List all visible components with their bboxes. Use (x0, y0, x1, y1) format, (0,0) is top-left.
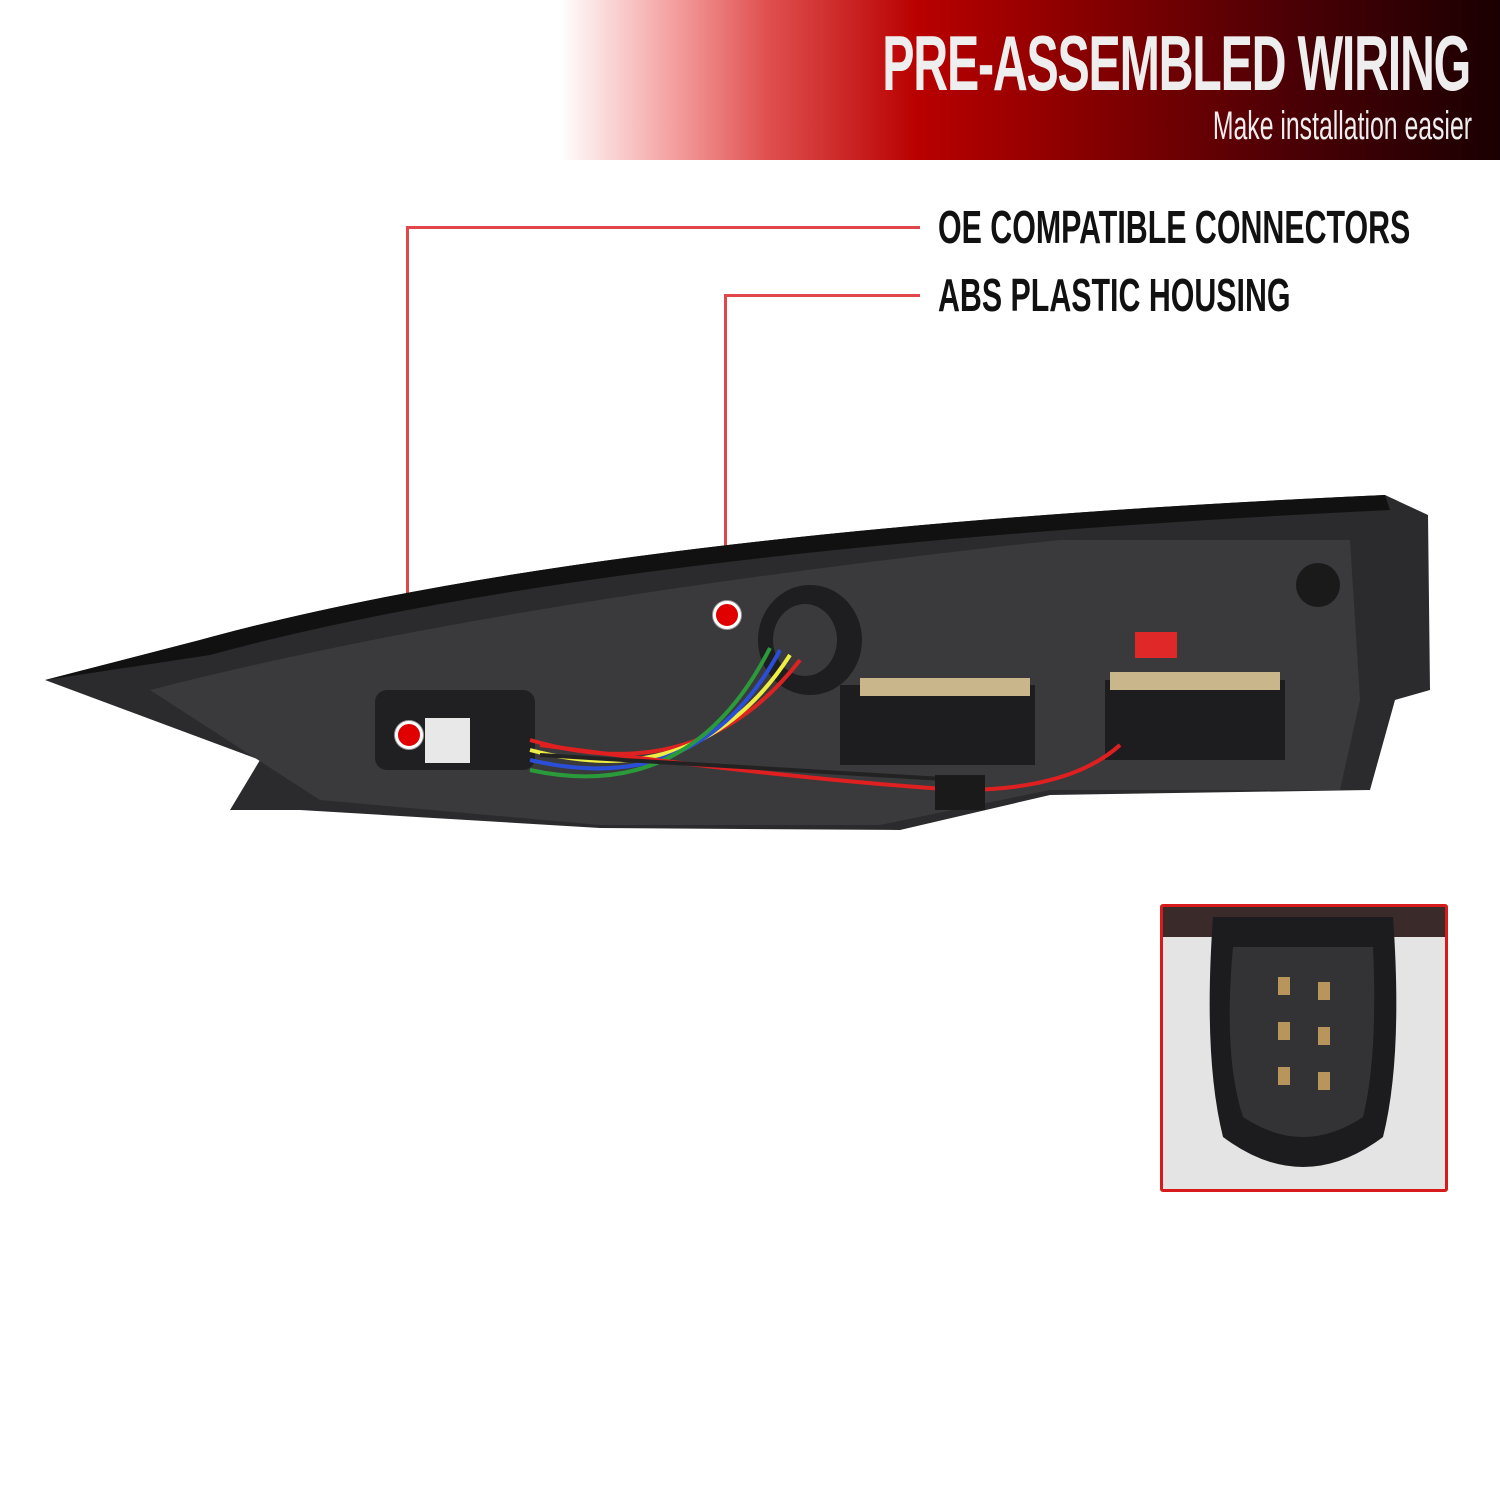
callout-line-housing-h (724, 294, 920, 297)
banner-subtitle: Make installation easier (1212, 104, 1472, 148)
callout-line-connectors-h (406, 226, 920, 229)
connector-closeup-image (1163, 907, 1445, 1189)
banner-title: PRE-ASSEMBLED WIRING (882, 19, 1471, 107)
callout-dot-connectors (395, 721, 423, 749)
callout-line-connectors-v (406, 226, 409, 734)
header-banner: PRE-ASSEMBLED WIRING Make installation e… (560, 0, 1500, 160)
tail-light-image (45, 495, 1430, 830)
callout-line-housing-v (724, 294, 727, 612)
feature-abs-housing: ABS PLASTIC HOUSING (938, 269, 1291, 321)
connector-closeup-inset (1160, 904, 1448, 1192)
callout-dot-housing (713, 601, 741, 629)
feature-oe-connectors: OE COMPATIBLE CONNECTORS (938, 201, 1411, 253)
